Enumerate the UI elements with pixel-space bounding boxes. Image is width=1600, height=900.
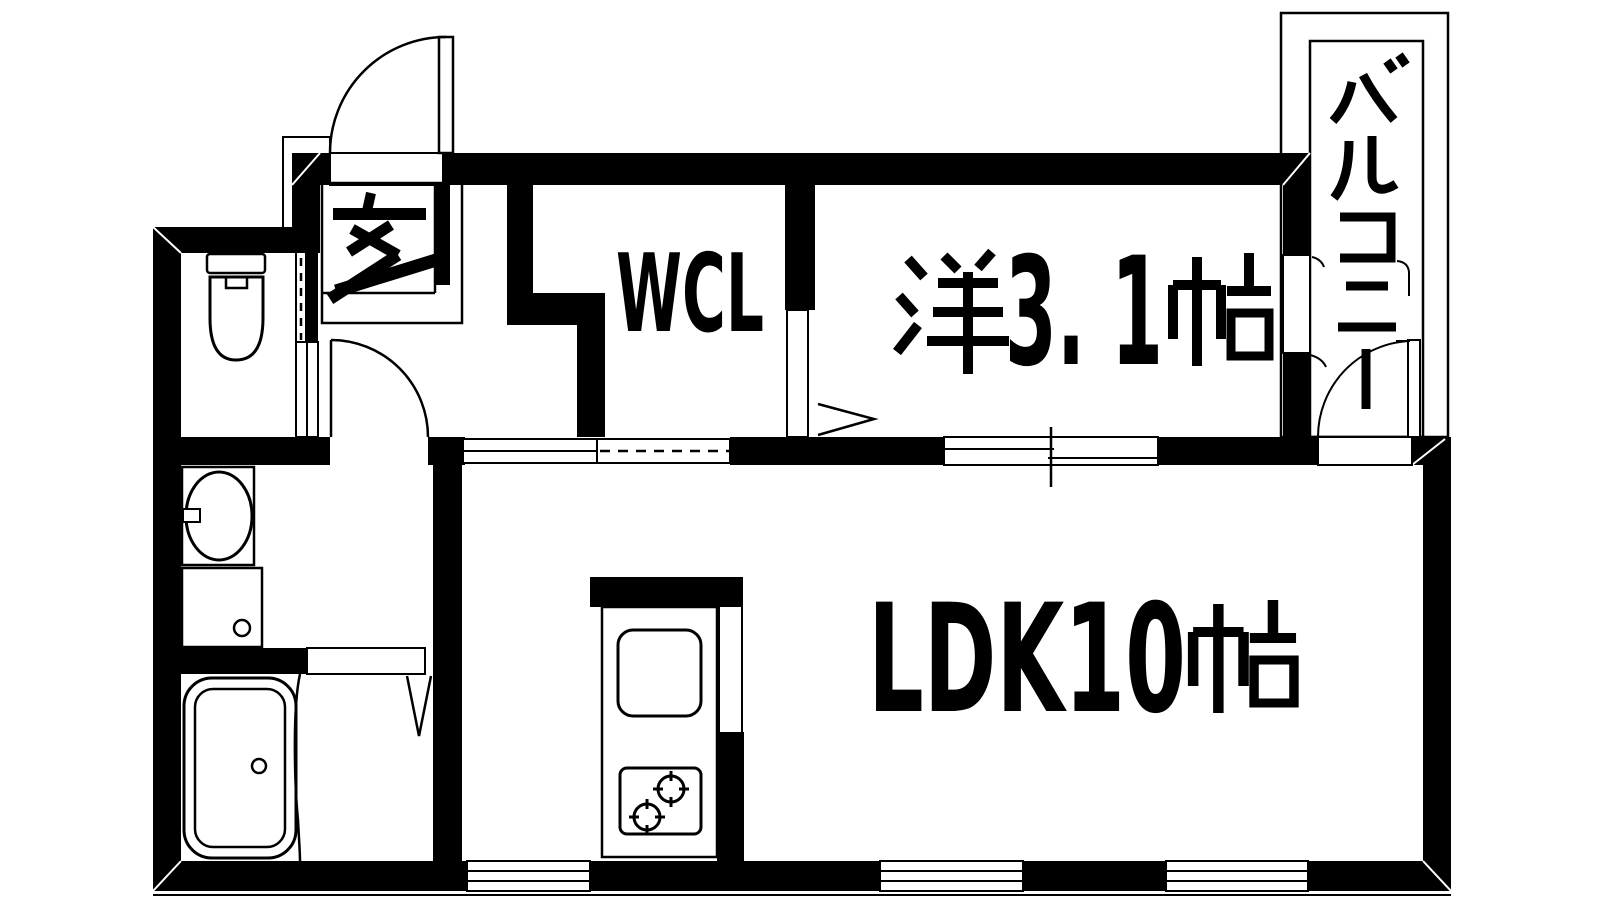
bath-folding-door — [306, 647, 433, 737]
ldk-windows — [466, 860, 1309, 892]
wall-balcony-upper — [1283, 185, 1310, 255]
wall-wcl-left-lower — [577, 293, 605, 437]
wcl-sliding-door — [596, 438, 731, 464]
label-wcl: WCL — [616, 232, 764, 357]
balcony-door — [1309, 339, 1421, 466]
bathtub — [182, 673, 302, 862]
label-ldk-latin: LDK10 — [868, 573, 1186, 747]
wall-mid-3 — [730, 437, 944, 465]
stove — [618, 766, 703, 836]
washroom-door — [329, 338, 430, 438]
kana-ba — [1329, 52, 1410, 125]
western-ldk-sliding-door — [943, 427, 1159, 487]
label-entrance-genkan — [326, 191, 438, 305]
wall-wcl-western — [785, 185, 815, 310]
burner-right — [653, 771, 689, 807]
wall-mid-1 — [153, 437, 330, 465]
wall-top — [443, 153, 1310, 185]
label-western-size: 3. 1 — [1005, 226, 1163, 400]
toilet — [205, 252, 267, 362]
wall-kitchen-top — [590, 577, 743, 607]
label-balcony — [1329, 52, 1410, 409]
western-room-door — [786, 309, 879, 438]
burner-left — [629, 799, 665, 835]
bath-deck-edge — [293, 673, 302, 862]
wall-bath-top — [153, 648, 307, 674]
kitchen-sink — [616, 628, 703, 718]
washbasin — [180, 465, 256, 567]
label-ldk: LDK10 — [868, 573, 1296, 747]
wall-right — [1423, 437, 1451, 891]
kana-ni — [1338, 281, 1396, 332]
wall-kitchen-right — [717, 732, 744, 861]
ldk-window-1 — [879, 860, 1024, 892]
wall-mid-2 — [428, 437, 465, 465]
washing-machine — [180, 566, 264, 649]
kana-ko — [1340, 212, 1396, 263]
wall-genkan-left — [292, 153, 320, 227]
ldk-window-2 — [1165, 860, 1309, 892]
wall-balcony-lower — [1283, 353, 1310, 437]
label-western-room: 3. 1 — [893, 226, 1271, 400]
wall-mid-4 — [1158, 437, 1318, 465]
wall-left — [153, 227, 181, 891]
balcony-window — [1282, 254, 1410, 354]
kitchen-window — [466, 860, 591, 892]
wall-toilet-door-pocket — [305, 253, 318, 342]
entrance-door — [328, 35, 455, 186]
kanji-you-glyph — [893, 248, 1009, 374]
hall-closet-sliding-door — [462, 438, 598, 464]
toilet-sliding-door — [295, 253, 319, 438]
wall-corner-seams — [152, 152, 1452, 892]
wall-washroom-right — [433, 465, 462, 861]
genkan-step-edge — [435, 185, 450, 285]
slide-direction-arrow — [817, 402, 879, 437]
kana-ru — [1330, 136, 1399, 201]
